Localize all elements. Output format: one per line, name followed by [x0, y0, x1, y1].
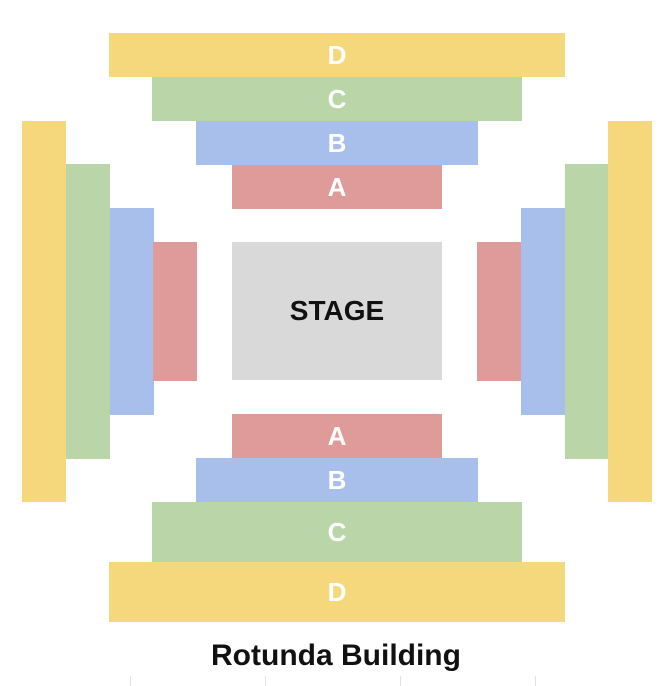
section-c-top-label: C — [327, 83, 347, 114]
section-c-top[interactable]: C — [152, 77, 522, 121]
section-d-bottom[interactable]: D — [109, 562, 565, 622]
divider-tick — [130, 676, 131, 686]
divider-tick — [535, 676, 536, 686]
section-d-bottom-label: D — [327, 576, 347, 607]
section-b-bottom[interactable]: B — [196, 458, 478, 502]
divider-tick — [265, 676, 266, 686]
section-a-right[interactable] — [477, 242, 521, 381]
section-d-top-label: D — [327, 39, 347, 70]
divider-tick — [400, 676, 401, 686]
section-b-right[interactable] — [521, 208, 565, 415]
section-c-bottom-label: C — [327, 516, 347, 547]
section-d-left[interactable] — [22, 121, 66, 502]
section-a-left[interactable] — [153, 242, 197, 381]
section-d-right[interactable] — [608, 121, 652, 502]
section-c-bottom[interactable]: C — [152, 502, 522, 562]
venue-name: Rotunda Building — [211, 639, 461, 672]
section-a-bottom-label: A — [327, 420, 347, 451]
stage: STAGE — [232, 242, 442, 380]
section-a-top-label: A — [327, 171, 347, 202]
section-a-bottom[interactable]: A — [232, 414, 442, 458]
section-c-right[interactable] — [565, 164, 609, 459]
section-b-top[interactable]: B — [196, 121, 478, 165]
section-b-top-label: B — [327, 127, 347, 158]
section-c-left[interactable] — [66, 164, 110, 459]
section-b-bottom-label: B — [327, 464, 347, 495]
stage-label: STAGE — [289, 295, 385, 326]
section-b-left[interactable] — [110, 208, 154, 415]
section-d-top[interactable]: D — [109, 33, 565, 77]
section-a-top[interactable]: A — [232, 165, 442, 209]
